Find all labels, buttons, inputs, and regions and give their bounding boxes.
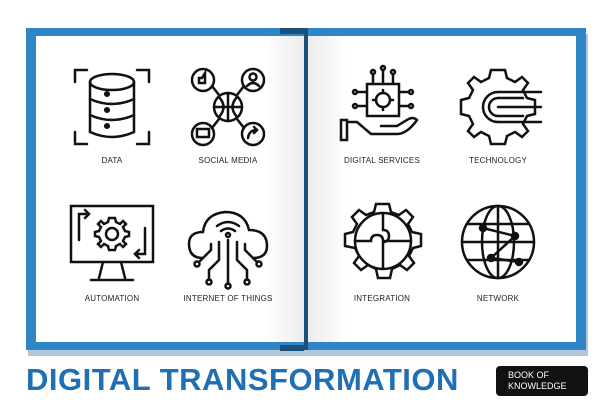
open-book — [26, 28, 586, 350]
item-social-media: SOCIAL MEDIA — [168, 62, 288, 165]
iot-cloud-icon — [187, 210, 269, 290]
page-title: DIGITAL TRANSFORMATION — [26, 362, 459, 397]
item-data: DATA — [52, 62, 172, 165]
item-label: DATA — [101, 156, 123, 165]
social-media-icon — [190, 67, 266, 147]
item-label: NETWORK — [476, 294, 520, 303]
badge-line-2: KNOWLEDGE — [508, 381, 567, 391]
item-label: INTERNET OF THINGS — [183, 294, 273, 303]
item-integration: INTEGRATION — [322, 200, 442, 303]
technology-gear-icon — [459, 68, 543, 146]
database-icon — [73, 68, 151, 146]
item-label: INTEGRATION — [353, 294, 411, 303]
item-digital-services: DIGITAL SERVICES — [322, 62, 442, 165]
item-label: TECHNOLOGY — [468, 156, 527, 165]
automation-monitor-icon — [69, 204, 155, 282]
right-page — [308, 36, 576, 342]
item-automation: AUTOMATION — [52, 200, 172, 303]
bookmark-top — [280, 28, 304, 34]
badge-line-1: BOOK OF — [508, 370, 550, 380]
item-label: DIGITAL SERVICES — [344, 156, 420, 165]
book-spine — [304, 28, 308, 350]
book-of-knowledge-badge: BOOK OF KNOWLEDGE — [496, 366, 588, 396]
item-label: AUTOMATION — [84, 294, 140, 303]
digital-services-icon — [339, 64, 419, 142]
item-internet-of-things: INTERNET OF THINGS — [168, 200, 288, 303]
item-network: NETWORK — [438, 200, 558, 303]
puzzle-gear-icon — [343, 202, 423, 280]
item-technology: TECHNOLOGY — [438, 62, 558, 165]
bookmark-bottom — [280, 345, 304, 351]
globe-network-icon — [460, 204, 536, 280]
item-label: SOCIAL MEDIA — [198, 156, 258, 165]
